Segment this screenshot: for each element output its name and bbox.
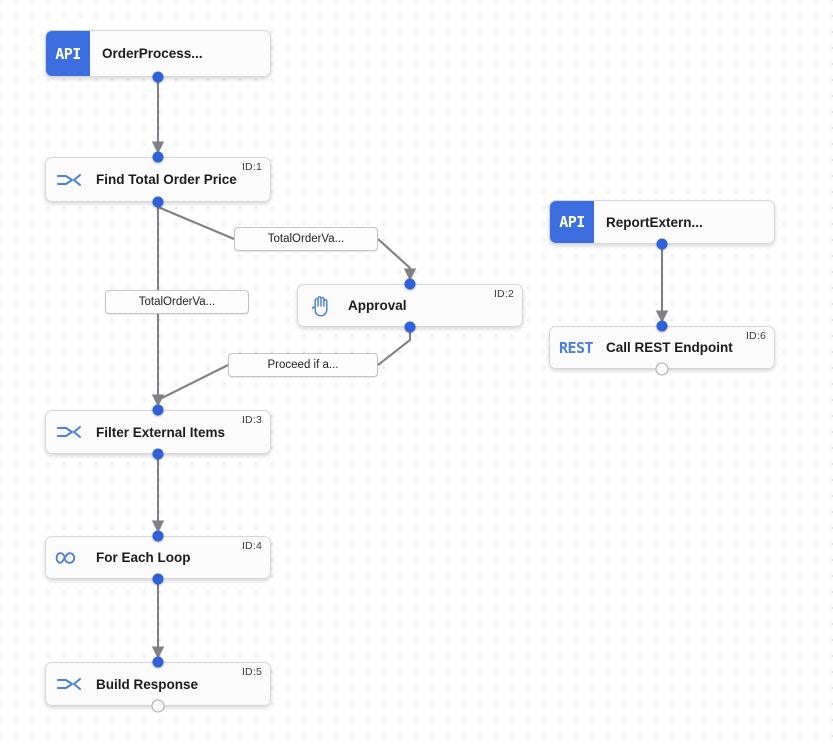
merge-arrows-icon	[46, 424, 92, 440]
edge-label-text: TotalOrderVa...	[267, 233, 345, 245]
port-build-response-in[interactable]	[152, 656, 164, 668]
api-badge-icon: API	[550, 201, 594, 243]
node-build-response[interactable]: Build Response ID:5	[45, 662, 271, 706]
port-call-rest-out[interactable]	[655, 362, 669, 376]
edge-label-total-order-va-left[interactable]: TotalOrderVa...	[105, 290, 249, 314]
port-approval-out[interactable]	[404, 321, 416, 333]
node-id-label: ID:1	[241, 161, 262, 173]
port-find-total-in[interactable]	[152, 151, 164, 163]
node-title: Find Total Order Price	[96, 172, 237, 187]
port-filter-in[interactable]	[152, 404, 164, 416]
node-call-rest-endpoint[interactable]: REST Call REST Endpoint ID:6	[549, 326, 775, 369]
port-report-extern-out[interactable]	[656, 238, 668, 250]
node-title: Call REST Endpoint	[606, 340, 733, 355]
port-for-each-out[interactable]	[152, 573, 164, 585]
node-order-process[interactable]: API OrderProcess...	[45, 30, 271, 77]
node-id-label: ID:3	[241, 414, 262, 426]
port-for-each-in[interactable]	[152, 530, 164, 542]
port-find-total-out[interactable]	[152, 196, 164, 208]
node-title: OrderProcess...	[102, 46, 203, 61]
edge-label-text: TotalOrderVa...	[138, 296, 216, 308]
node-report-extern[interactable]: API ReportExtern...	[549, 200, 775, 244]
edge-approval-to-filter-seg1	[377, 330, 412, 366]
edge-label-total-order-va-right[interactable]: TotalOrderVa...	[234, 227, 378, 251]
port-build-response-out[interactable]	[151, 699, 165, 713]
port-filter-out[interactable]	[152, 448, 164, 460]
merge-arrows-icon	[46, 172, 92, 188]
node-id-label: ID:5	[241, 666, 262, 678]
node-for-each-loop[interactable]: For Each Loop ID:4	[45, 536, 271, 579]
node-title: For Each Loop	[96, 550, 191, 565]
port-approval-in[interactable]	[404, 278, 416, 290]
node-id-label: ID:2	[493, 288, 514, 300]
raised-hand-icon	[298, 295, 344, 317]
edge-label-text: Proceed if a...	[267, 359, 339, 371]
port-order-process-out[interactable]	[152, 71, 164, 83]
port-call-rest-in[interactable]	[656, 320, 668, 332]
node-id-label: ID:4	[241, 540, 262, 552]
node-title: ReportExtern...	[606, 214, 703, 230]
node-id-label: ID:6	[745, 330, 766, 342]
edge-find-total-to-approval-seg2	[377, 238, 417, 281]
node-title: Approval	[348, 298, 407, 313]
infinity-loop-icon	[46, 550, 92, 566]
edge-label-proceed-if-a[interactable]: Proceed if a...	[228, 353, 378, 377]
edge-find-total-to-approval-seg1	[157, 206, 235, 240]
rest-badge-icon: REST	[558, 338, 594, 357]
node-filter-external-items[interactable]: Filter External Items ID:3	[45, 410, 271, 454]
edge-approval-to-filter-seg2	[161, 364, 229, 399]
api-badge-icon: API	[46, 31, 90, 76]
node-approval[interactable]: Approval ID:2	[297, 284, 523, 327]
merge-arrows-icon	[46, 676, 92, 692]
node-find-total-order-price[interactable]: Find Total Order Price ID:1	[45, 157, 271, 202]
node-title: Build Response	[96, 676, 199, 692]
node-title: Filter External Items	[96, 424, 226, 440]
